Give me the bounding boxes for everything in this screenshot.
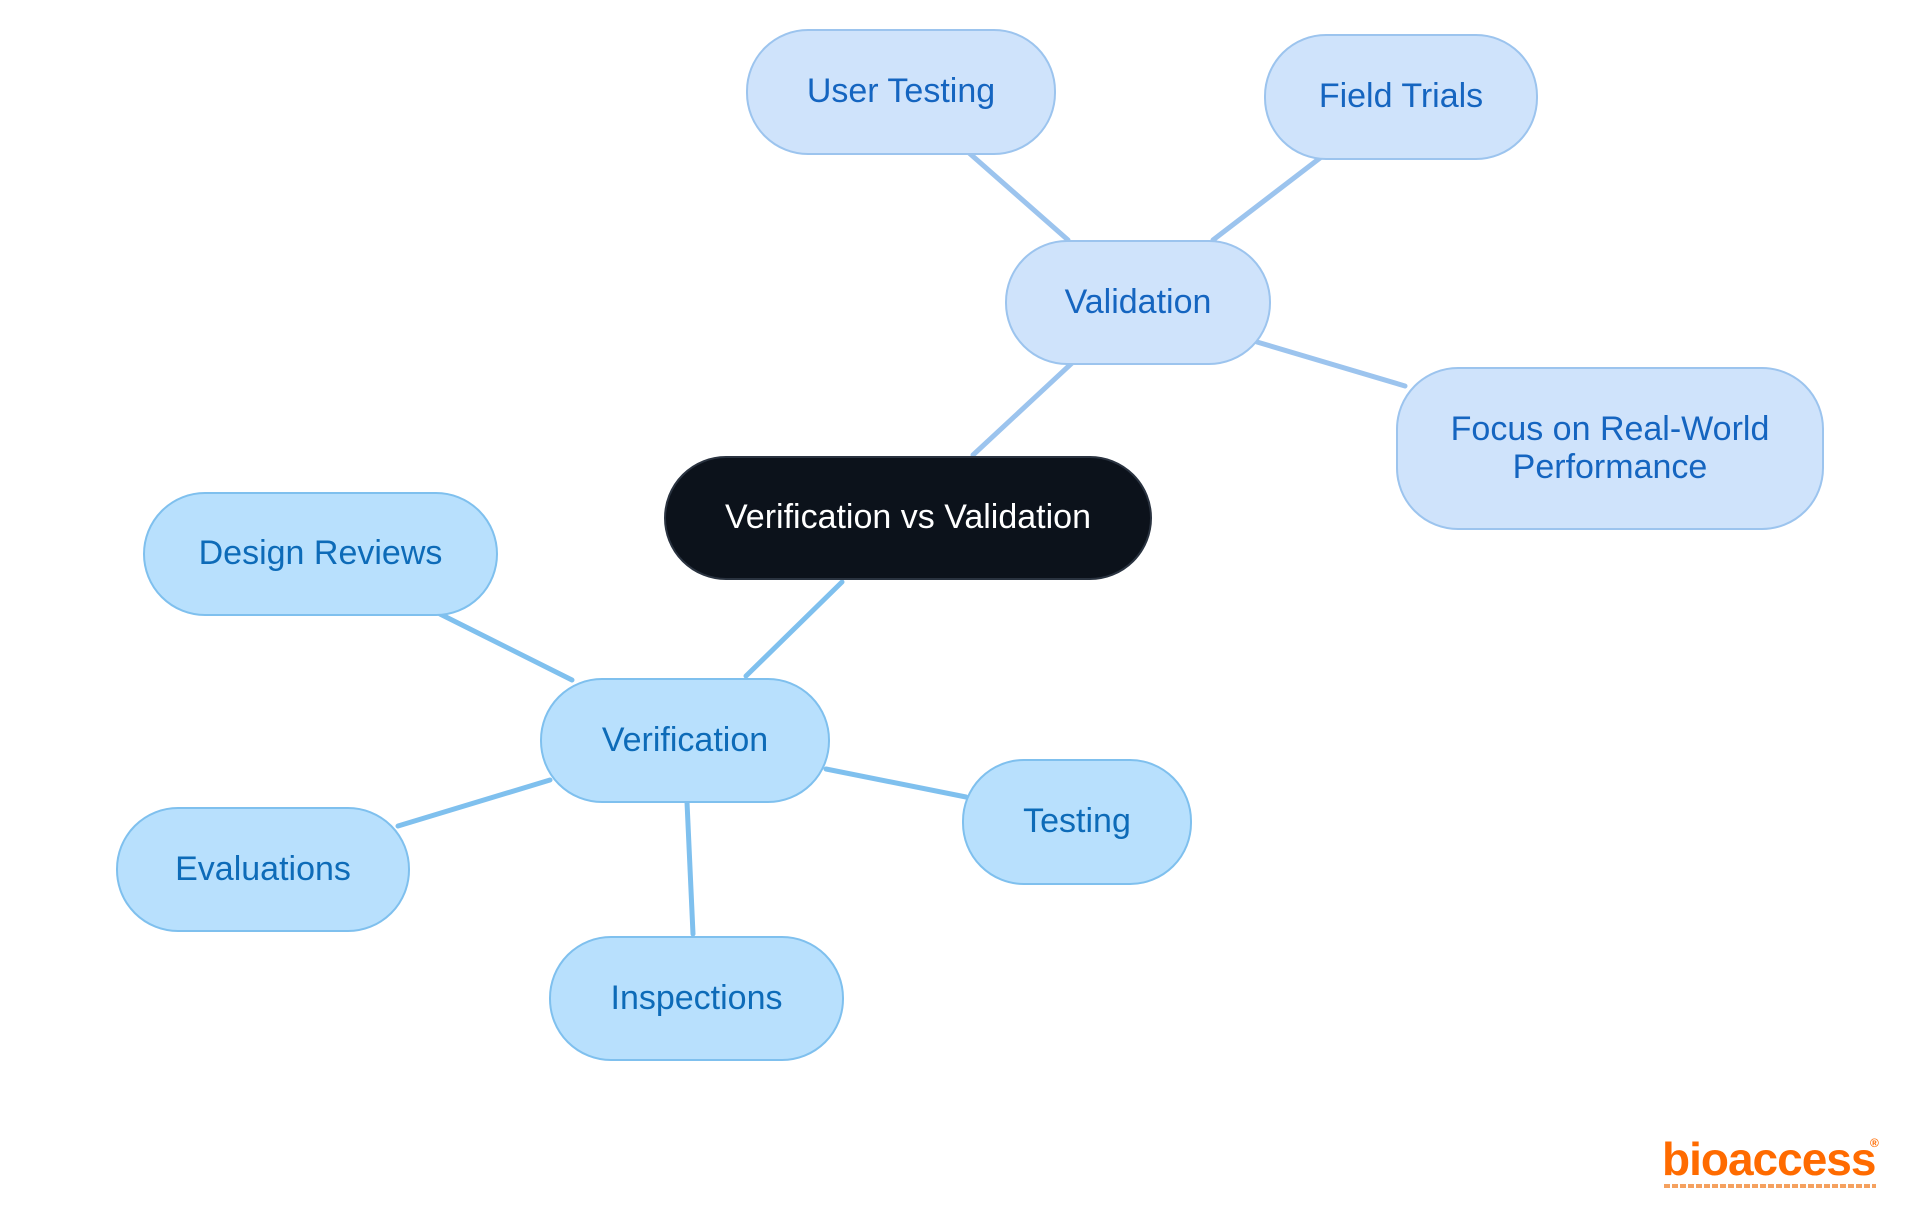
focus-real-world-label: Focus on Real-World Performance xyxy=(1450,410,1770,486)
central-topic-node: Verification vs Validation xyxy=(664,456,1152,580)
testing-label: Testing xyxy=(1023,802,1131,841)
focus-real-world-node: Focus on Real-World Performance xyxy=(1396,367,1824,530)
edge-center-validation xyxy=(970,360,1075,458)
edge-validation-focus-real-world xyxy=(1254,339,1408,389)
design-reviews-label: Design Reviews xyxy=(198,534,443,573)
inspections-node: Inspections xyxy=(549,936,844,1061)
evaluations-node: Evaluations xyxy=(116,807,410,932)
validation-node: Validation xyxy=(1005,240,1271,365)
design-reviews-node: Design Reviews xyxy=(143,492,498,616)
verification-label: Verification xyxy=(601,720,769,759)
edge-verification-design-reviews xyxy=(437,611,575,683)
logo-tagline-graphic xyxy=(1664,1184,1876,1188)
user-testing-node: User Testing xyxy=(746,29,1056,155)
edge-verification-testing xyxy=(823,766,969,800)
edge-center-verification xyxy=(743,579,845,679)
inspections-label: Inspections xyxy=(610,978,783,1017)
verification-node: Verification xyxy=(540,678,830,803)
registered-mark-icon: ® xyxy=(1870,1136,1879,1150)
evaluations-label: Evaluations xyxy=(175,849,351,888)
testing-node: Testing xyxy=(962,759,1192,885)
edge-verification-evaluations xyxy=(395,777,553,829)
field-trials-label: Field Trials xyxy=(1318,77,1484,116)
edge-validation-field-trials xyxy=(1210,155,1323,243)
edge-validation-user-testing xyxy=(965,149,1071,243)
user-testing-label: User Testing xyxy=(806,72,996,111)
bioaccess-logo: bioaccess ® xyxy=(1662,1136,1882,1192)
field-trials-node: Field Trials xyxy=(1264,34,1538,160)
bioaccess-logo-text: bioaccess xyxy=(1662,1133,1876,1185)
central-topic-label: Verification vs Validation xyxy=(724,498,1091,537)
edge-verification-inspections xyxy=(684,799,696,937)
validation-label: Validation xyxy=(1064,282,1212,321)
